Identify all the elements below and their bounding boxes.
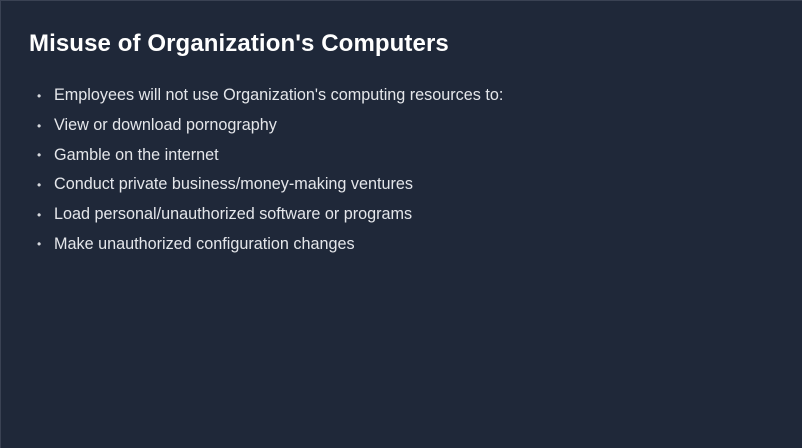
slide-title: Misuse of Organization's Computers xyxy=(29,30,449,57)
bullet-icon: • xyxy=(37,118,42,133)
bullet-icon: • xyxy=(37,177,42,192)
bullet-text: Load personal/unauthorized software or p… xyxy=(54,205,413,224)
bullet-item: • View or download pornography xyxy=(37,111,503,141)
bullet-icon: • xyxy=(37,88,42,103)
bullet-icon: • xyxy=(37,207,42,222)
bullet-text: View or download pornography xyxy=(54,116,277,135)
bullet-text: Employees will not use Organization's co… xyxy=(54,86,504,105)
bullet-icon: • xyxy=(37,148,42,163)
bullet-item: • Make unauthorized configuration change… xyxy=(37,229,503,259)
bullet-list: • Employees will not use Organization's … xyxy=(37,81,503,259)
bullet-icon: • xyxy=(37,237,42,252)
bullet-item: • Conduct private business/money-making … xyxy=(37,170,503,200)
bullet-item: • Load personal/unauthorized software or… xyxy=(37,200,503,230)
bullet-item: • Employees will not use Organization's … xyxy=(37,81,503,111)
bullet-text: Gamble on the internet xyxy=(54,145,219,164)
bullet-item: • Gamble on the internet xyxy=(37,140,503,170)
bullet-text: Make unauthorized configuration changes xyxy=(54,234,355,253)
bullet-text: Conduct private business/money-making ve… xyxy=(54,175,414,194)
